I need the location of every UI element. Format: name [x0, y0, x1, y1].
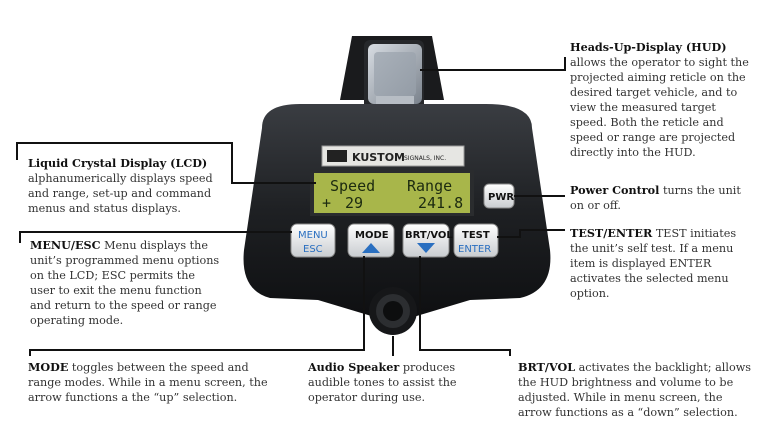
lcd-display: Speed Range + 29 241.8 — [310, 170, 474, 216]
brtvol-callout-text: activates the backlight; allows the HUD … — [518, 361, 752, 419]
lcd-range-value: 241.8 — [418, 194, 463, 212]
brtvol-leader — [419, 256, 511, 356]
brtvol-label: BRT/VOL — [405, 230, 453, 241]
menu-leader — [19, 231, 292, 243]
pwr-label: PWR — [488, 192, 514, 203]
lcd-leader — [16, 142, 316, 184]
hud-callout: Heads-Up-Display (HUD) allows the operat… — [570, 40, 755, 160]
test-enter-button[interactable]: TEST ENTER — [453, 223, 499, 258]
mode-callout-title: MODE — [28, 360, 69, 374]
lcd-sign: + — [322, 194, 331, 212]
test-label: TEST — [462, 230, 490, 241]
menu-esc-button[interactable]: MENU ESC — [290, 223, 336, 258]
speaker-callout-title: Audio Speaker — [308, 360, 400, 374]
test-callout-title: TEST/ENTER — [570, 226, 653, 240]
mode-callout-text: toggles between the speed and range mode… — [28, 361, 268, 404]
power-callout-text: turns the unit on or off. — [570, 184, 741, 212]
mode-leader — [29, 256, 365, 356]
menu-callout-text: Menu displays the unit’s programmed menu… — [30, 239, 220, 327]
test-callout: TEST/ENTER TEST initiates the unit’s sel… — [570, 226, 756, 301]
leader-lines — [16, 57, 566, 356]
lcd-callout: Liquid Crystal Display (LCD) alphanumeri… — [28, 156, 228, 216]
mode-button[interactable]: MODE — [347, 223, 395, 258]
down-arrow-icon — [417, 243, 435, 253]
lcd-callout-text: alphanumerically displays speed and rang… — [28, 172, 213, 215]
menu-callout-title: MENU/ESC — [30, 238, 101, 252]
power-callout: Power Control turns the unit on or off. — [570, 183, 758, 213]
esc-label: ESC — [303, 244, 323, 255]
hud-leader — [420, 57, 566, 71]
speaker-callout-text: produces audible tones to assist the ope… — [308, 361, 457, 404]
hud-callout-title: Heads-Up-Display (HUD) — [570, 40, 727, 54]
brtvol-callout: BRT/VOL activates the backlight; allows … — [518, 360, 758, 420]
mode-label: MODE — [355, 230, 389, 241]
pwr-button[interactable]: PWR — [483, 183, 515, 209]
test-callout-text: TEST initiates the unit’s self test. If … — [570, 227, 737, 300]
speaker-callout: Audio Speaker produces audible tones to … — [308, 360, 458, 405]
enter-label: ENTER — [458, 244, 491, 255]
power-callout-title: Power Control — [570, 183, 660, 197]
brtvol-callout-title: BRT/VOL — [518, 360, 576, 374]
brt-vol-button[interactable]: BRT/VOL — [402, 223, 453, 258]
brand-plate: KUSTOM SIGNALS, INC. — [321, 145, 465, 167]
mode-callout: MODE toggles between the speed and range… — [28, 360, 268, 405]
lcd-speed-value: 29 — [345, 194, 363, 212]
up-arrow-icon — [362, 243, 380, 253]
hud-assembly — [340, 36, 444, 110]
menu-callout: MENU/ESC Menu displays the unit’s progra… — [30, 238, 220, 328]
lcd-range-label: Range — [407, 177, 452, 195]
brand-suffix: SIGNALS, INC. — [404, 155, 446, 162]
menu-label: MENU — [298, 230, 328, 241]
lcd-callout-title: Liquid Crystal Display (LCD) — [28, 156, 208, 170]
audio-speaker — [369, 287, 417, 335]
lcd-screen — [314, 173, 470, 213]
test-leader — [497, 229, 565, 238]
brand-name: KUSTOM — [352, 151, 405, 164]
lcd-speed-label: Speed — [330, 177, 375, 195]
hud-callout-text: allows the operator to sight the project… — [570, 56, 749, 159]
